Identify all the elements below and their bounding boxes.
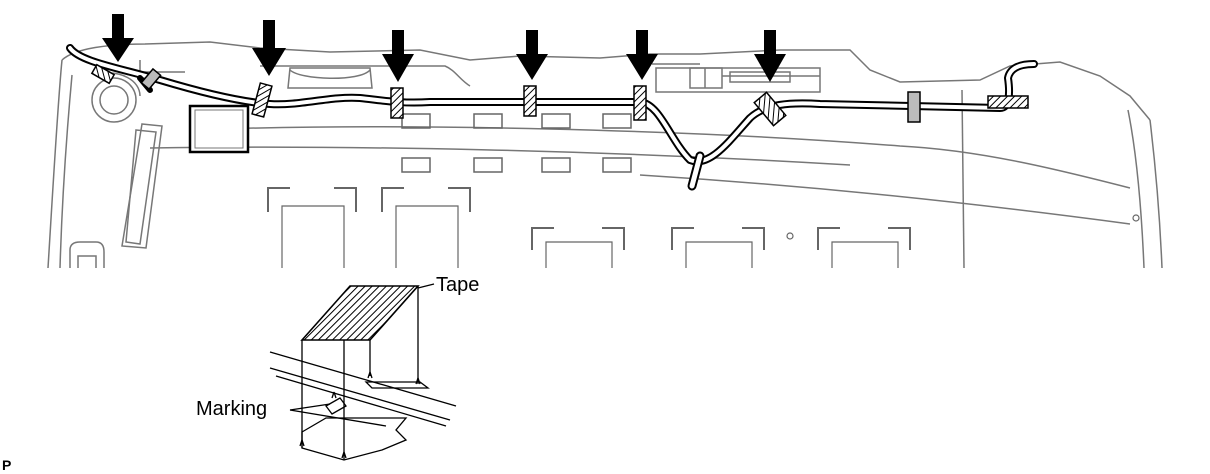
figure-code: P (2, 457, 11, 473)
tape-icon (987, 95, 1029, 109)
connector-block (188, 104, 250, 154)
marking-label: Marking (196, 398, 267, 420)
small-holes (786, 214, 1140, 240)
tape-icon (390, 87, 404, 119)
tape-icon (251, 82, 273, 118)
roof-panel (47, 41, 1163, 269)
mounting-frames (267, 187, 911, 268)
tape-icon (90, 63, 116, 85)
down-arrow-icon (102, 14, 134, 62)
tape-icon (140, 67, 162, 91)
down-arrow-icon (252, 20, 286, 76)
panel-holes (401, 113, 632, 173)
harness-tapes (90, 63, 1029, 127)
down-arrow-icon (754, 30, 786, 82)
tape-icon (523, 85, 537, 117)
tape-icon (633, 85, 647, 121)
tape-icon (753, 91, 787, 127)
tape-detail-inset (269, 283, 457, 461)
down-arrow-icon (626, 30, 658, 80)
down-arrow-icon (516, 30, 548, 80)
pointing-arrows (102, 14, 786, 82)
down-arrow-icon (382, 30, 414, 82)
tape-label: Tape (436, 274, 479, 296)
tape-icon (907, 91, 921, 123)
